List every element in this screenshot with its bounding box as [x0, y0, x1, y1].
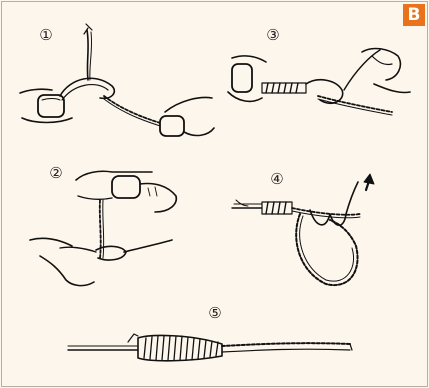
step-3-figure: [228, 49, 410, 115]
step-2-number: ②: [47, 164, 65, 182]
step-5-number: ⑤: [206, 304, 224, 322]
step-3-number: ③: [264, 26, 282, 44]
step-5-figure: [68, 334, 352, 361]
step-4-figure: [232, 174, 374, 285]
step-4-number: ④: [268, 170, 286, 188]
step-1-number: ①: [37, 26, 55, 44]
step-2-figure: [30, 171, 176, 285]
